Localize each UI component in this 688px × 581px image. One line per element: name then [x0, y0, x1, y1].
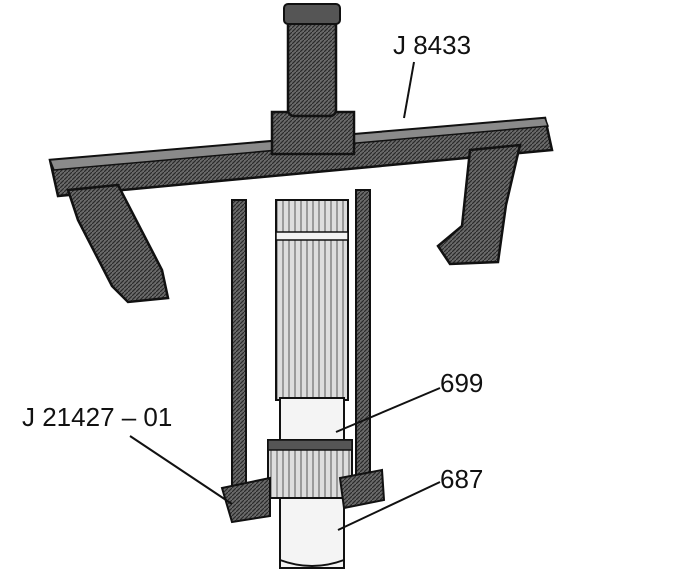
forcing-screw: [283, 3, 341, 118]
leader-lines: [129, 61, 441, 531]
center-hub: [270, 110, 356, 156]
callout-699: 699: [440, 368, 484, 398]
leader-687: [337, 481, 441, 531]
callout-687: 687: [440, 464, 484, 494]
leader-j21427: [129, 435, 233, 505]
adapter-plate: [220, 468, 386, 524]
left-jaw: [66, 183, 170, 304]
spline-shaft: [275, 199, 349, 401]
left-tie-rod: [231, 199, 247, 491]
callout-j21427-01: J 21427 – 01: [22, 402, 173, 432]
callout-j8433: J 8433: [393, 30, 472, 60]
leader-699: [335, 387, 441, 433]
right-tie-rod: [355, 189, 371, 481]
gear-699: [267, 439, 353, 499]
leader-j8433: [403, 61, 415, 119]
right-jaw: [436, 143, 522, 266]
